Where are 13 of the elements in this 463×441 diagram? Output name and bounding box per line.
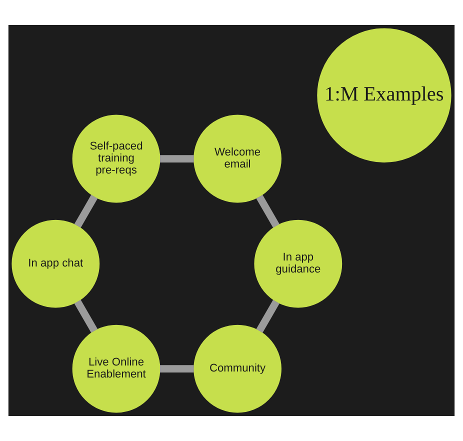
- connector: [160, 155, 194, 162]
- node-circle: 1:M Examples: [317, 28, 452, 162]
- node-circle: In app guidance: [254, 220, 342, 308]
- connector: [74, 194, 98, 228]
- connector: [160, 365, 194, 372]
- connector: [256, 194, 280, 228]
- node-circle: Welcome email: [194, 114, 282, 203]
- connector: [256, 300, 280, 333]
- connector: [74, 300, 98, 333]
- node-circle: Community: [194, 324, 282, 413]
- node-circle: Self-paced training pre-reqs: [72, 114, 160, 203]
- node-circle: Live Online Enablement: [72, 324, 160, 413]
- node-circle: In app chat: [12, 220, 100, 308]
